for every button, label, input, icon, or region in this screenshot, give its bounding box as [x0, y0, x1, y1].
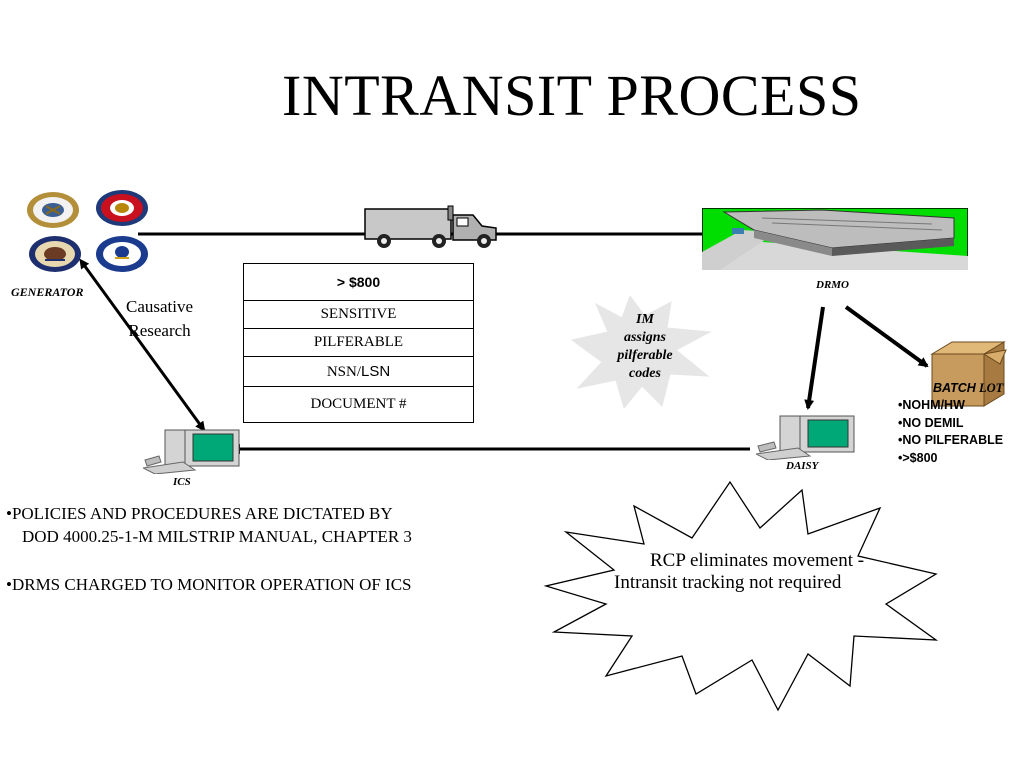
table-row: PILFERABLE: [243, 328, 474, 357]
ics-computer-icon: [141, 428, 241, 479]
table-cell: DOCUMENT #: [243, 386, 474, 423]
table-cell: > $800: [243, 263, 474, 301]
im-star-label: IM assigns pilferable codes: [600, 311, 690, 383]
lsn-text: LSN: [361, 362, 391, 380]
table-row: > $800: [243, 263, 474, 301]
drmo-warehouse-icon: [701, 207, 969, 275]
causative-text: Causative: [126, 297, 194, 316]
research-text: Research: [128, 321, 191, 340]
table-row: SENSITIVE: [243, 300, 474, 329]
truck-icon: [364, 204, 500, 255]
pilferable-text: pilferable: [617, 348, 673, 363]
navy-seal-icon: [28, 234, 82, 279]
table-row: DOCUMENT #: [243, 386, 474, 423]
slide-title: INTRANSIT PROCESS: [282, 63, 862, 128]
generator-label: GENERATOR: [11, 285, 84, 299]
drms-note: •DRMS CHARGED TO MONITOR OPERATION OF IC…: [6, 575, 412, 594]
army-seal-icon: [26, 190, 80, 235]
batch-text: BATCH: [933, 381, 976, 395]
list-item: •NO DEMIL: [898, 415, 964, 430]
airforce-seal-icon: [95, 234, 149, 279]
rcp-line-2: Intransit tracking not required: [614, 572, 842, 593]
drmo-label: DRMO: [816, 279, 850, 291]
policy-line-1: •POLICIES AND PROCEDURES ARE DICTATED BY: [6, 504, 393, 523]
table-row: NSN/LSN: [243, 356, 474, 387]
nsn-text: NSN/: [326, 363, 361, 380]
list-item: •NO PILFERABLE: [898, 433, 1004, 447]
rcp-line-1: RCP eliminates movement -: [650, 550, 865, 571]
policy-line-2: DOD 4000.25-1-M MILSTRIP MANUAL, CHAPTER…: [22, 527, 412, 546]
list-item: •>$800: [898, 450, 938, 465]
table-cell: SENSITIVE: [243, 300, 474, 329]
daisy-label: DAISY: [786, 460, 819, 472]
batch-criteria-list: •NOHM/HW •NO DEMIL •NO PILFERABLE •>$800: [898, 397, 1003, 467]
drmo-batch-arrow: [844, 305, 929, 368]
policy-note: •POLICIES AND PROCEDURES ARE DICTATED BY…: [6, 502, 412, 548]
generator-ics-arrow: [79, 258, 206, 432]
codes-text: codes: [629, 366, 661, 381]
table-cell: PILFERABLE: [243, 328, 474, 357]
drmo-daisy-arrow: [804, 306, 825, 410]
property-criteria-table: > $800 SENSITIVE PILFERABLE NSN/LSN DOCU…: [243, 263, 474, 423]
causative-research-label: Causative Research: [126, 295, 193, 343]
list-item: •NOHM/HW: [898, 398, 965, 412]
rcp-explosion-shape: [543, 480, 939, 712]
batch-lot-label: BATCH LOT: [933, 381, 1003, 396]
im-starburst-shape: [570, 294, 712, 410]
lot-text: LOT: [975, 381, 1004, 395]
table-cell: NSN/LSN: [243, 356, 474, 387]
assigns-text: assigns: [623, 330, 667, 345]
ics-label: ICS: [173, 476, 191, 488]
marine-seal-icon: [95, 188, 149, 233]
im-text: IM: [636, 312, 654, 327]
daisy-computer-icon: [754, 414, 856, 465]
batch-box-icon: [928, 340, 1010, 413]
rcp-callout-text: RCP eliminates movement - Intransit trac…: [600, 550, 920, 594]
